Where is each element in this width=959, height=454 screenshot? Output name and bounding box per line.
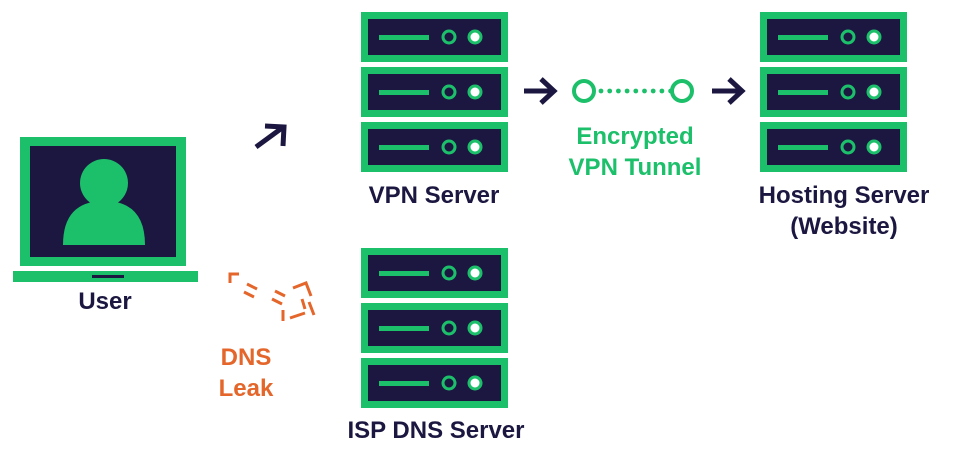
isp-dns-server-rack-icon <box>361 248 508 408</box>
server-unit <box>361 248 508 298</box>
tunnel-dot <box>616 88 621 94</box>
user-label: User <box>78 288 132 315</box>
server-unit <box>760 67 907 117</box>
vpn-server-rack-icon <box>361 12 508 172</box>
tunnel-dot <box>607 88 613 94</box>
hosting-server-rack-icon <box>760 12 907 172</box>
dns-leak-label-line2: Leak <box>218 375 274 402</box>
server-unit <box>361 122 508 172</box>
arrow-right-icon <box>524 77 558 105</box>
tunnel-dot <box>633 88 639 94</box>
vpn-server-label: VPN Server <box>368 182 500 209</box>
tunnel-dot <box>650 88 656 94</box>
hosting-server-label-line2: (Website) <box>790 213 898 240</box>
dns-leak-label-line1: DNS <box>220 344 272 371</box>
server-unit <box>361 303 508 353</box>
tunnel-dot <box>659 88 665 94</box>
tunnel-dot <box>624 88 630 94</box>
arrow-right-icon <box>712 77 746 105</box>
tunnel-dot <box>598 88 604 94</box>
dns-leak-label: DNS Leak <box>196 342 296 404</box>
dashed-leak-arrow-icon <box>228 272 316 321</box>
tunnel-label-line2: VPN Tunnel <box>568 154 702 181</box>
arrow-to-vpn-icon <box>254 123 287 150</box>
tunnel-label-line1: Encrypted <box>576 123 694 150</box>
server-unit <box>361 12 508 62</box>
isp-dns-server-label: ISP DNS Server <box>347 417 525 444</box>
hosting-server-label-line1: Hosting Server <box>758 182 930 209</box>
tunnel-label: Encrypted VPN Tunnel <box>545 121 725 183</box>
server-unit <box>760 12 907 62</box>
hosting-server-label: Hosting Server (Website) <box>734 180 954 242</box>
tunnel-dot <box>642 88 647 94</box>
server-unit <box>760 122 907 172</box>
server-unit <box>361 358 508 408</box>
tunnel-dot <box>668 88 673 94</box>
dotted-tunnel-icon <box>572 79 694 103</box>
laptop-user-icon <box>13 137 198 282</box>
server-unit <box>361 67 508 117</box>
